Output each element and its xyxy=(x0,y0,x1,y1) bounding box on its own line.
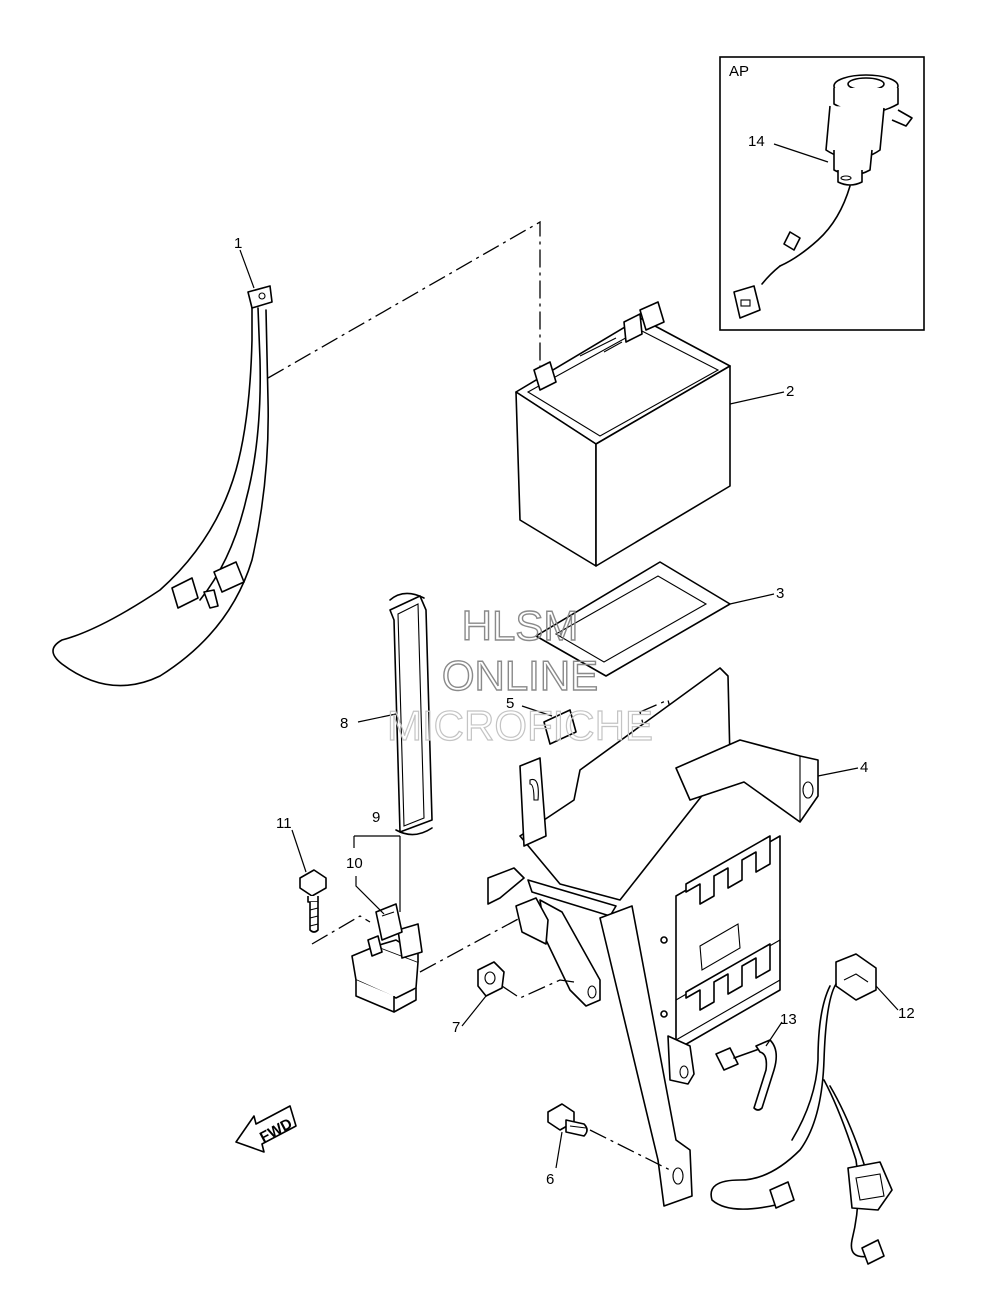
bolt-part-6[interactable] xyxy=(547,1103,588,1137)
fwd-arrow: FWD xyxy=(235,1105,297,1153)
battery-lead-part-1[interactable] xyxy=(52,285,273,687)
callout-2: 2 xyxy=(786,383,794,400)
inset-label: AP xyxy=(729,63,749,80)
battery-case-part-4[interactable] xyxy=(487,667,819,1207)
callout-13: 13 xyxy=(780,1011,797,1028)
sub-harness-part-12[interactable] xyxy=(710,953,893,1265)
starter-relay-part-9[interactable] xyxy=(351,923,423,1013)
power-socket-part-14[interactable] xyxy=(733,74,913,319)
callout-6: 6 xyxy=(546,1171,554,1188)
band-clamp-part-13[interactable] xyxy=(715,1039,778,1111)
callout-8: 8 xyxy=(340,715,348,732)
inset-ap: AP 14 xyxy=(719,56,925,331)
watermark: HLSM ONLINE MICROFICHE xyxy=(386,601,653,749)
nut-part-7[interactable] xyxy=(477,961,505,997)
callout-3: 3 xyxy=(776,585,784,602)
callout-7: 7 xyxy=(452,1019,460,1036)
callout-12: 12 xyxy=(898,1005,915,1022)
watermark-line3: MICROFICHE xyxy=(387,702,653,749)
callout-11: 11 xyxy=(276,815,292,832)
callout-14: 14 xyxy=(748,133,765,150)
callout-5: 5 xyxy=(506,695,514,712)
callout-10: 10 xyxy=(346,855,363,872)
watermark-line1: HLSM xyxy=(462,602,579,649)
battery-band-part-8[interactable] xyxy=(389,592,433,836)
callout-4: 4 xyxy=(860,759,868,776)
watermark-line2: ONLINE xyxy=(442,652,598,699)
battery-part-2[interactable] xyxy=(515,301,731,567)
bolt-part-11[interactable] xyxy=(299,869,327,933)
callout-1: 1 xyxy=(234,235,242,252)
callout-9: 9 xyxy=(372,809,380,826)
